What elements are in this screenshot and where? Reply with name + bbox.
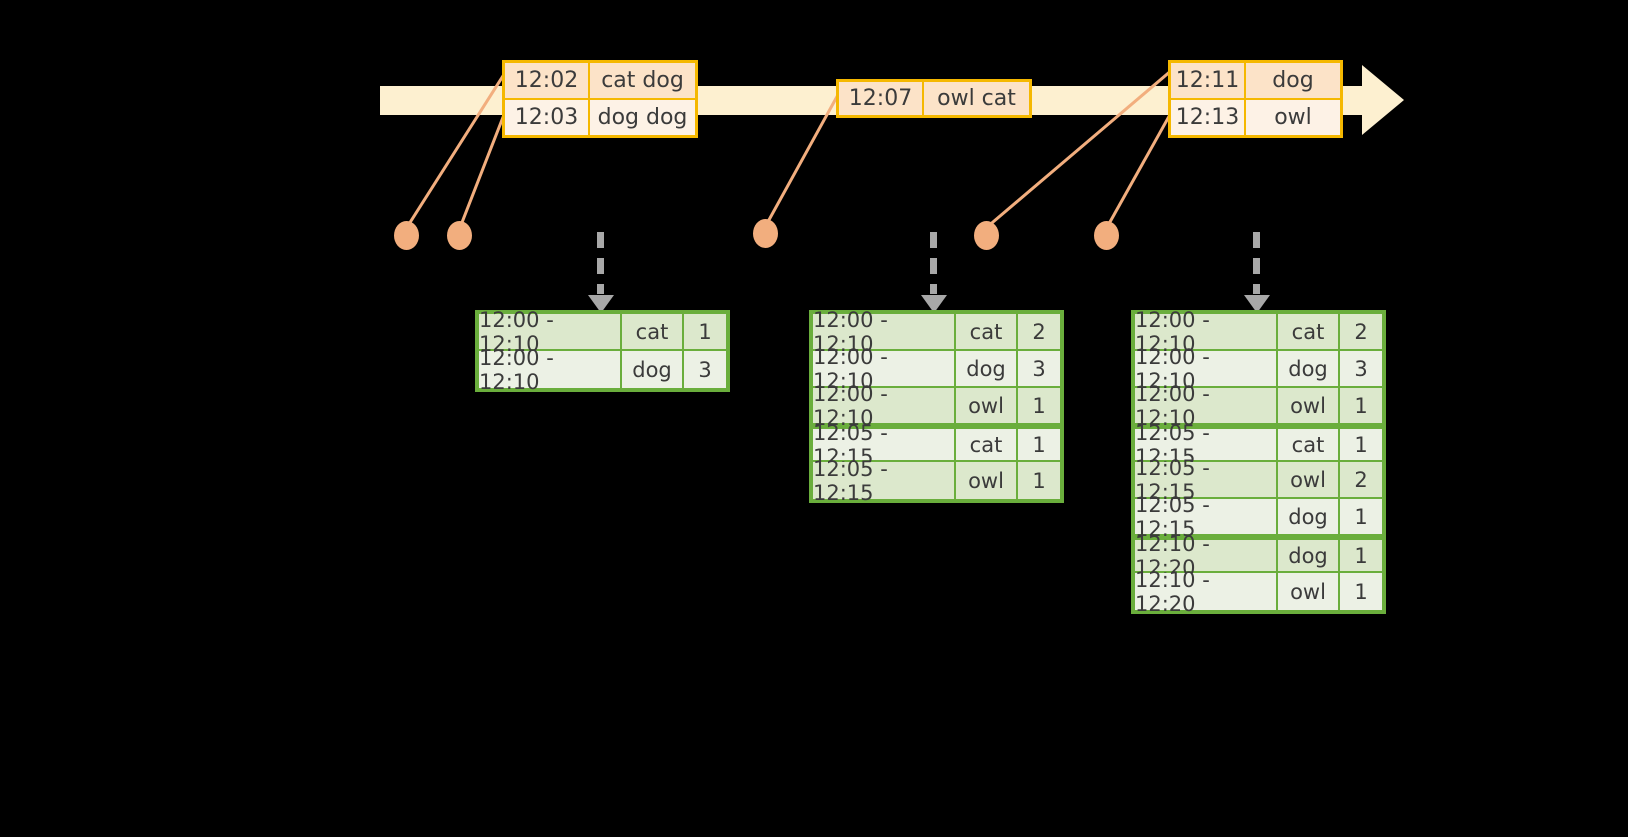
count-cell: 3 xyxy=(1340,351,1382,388)
timeline-arrow-head xyxy=(1362,65,1404,135)
flow-arrow-3 xyxy=(1244,232,1270,313)
count-cell: 2 xyxy=(1340,462,1382,499)
window-cell: 12:00 - 12:10 xyxy=(479,346,622,394)
event-dot-2 xyxy=(447,221,472,250)
word-cell: dog xyxy=(1278,499,1340,536)
window-cell: 12:05 - 12:15 xyxy=(813,421,956,469)
count-cell: 1 xyxy=(1018,462,1060,499)
count-cell: 1 xyxy=(1018,388,1060,425)
window-cell: 12:05 - 12:15 xyxy=(1135,493,1278,541)
word-cell: owl xyxy=(1278,462,1340,499)
event-time: 12:03 xyxy=(505,100,590,135)
count-cell: 2 xyxy=(1340,314,1382,351)
window-cell: 12:00 - 12:10 xyxy=(1135,382,1278,430)
event-words: dog dog xyxy=(590,100,695,135)
word-cell: cat xyxy=(956,314,1018,351)
count-cell: 1 xyxy=(1340,429,1382,462)
word-cell: owl xyxy=(1278,388,1340,425)
word-cell: owl xyxy=(1278,573,1340,610)
event-words: owl cat xyxy=(924,82,1029,115)
event-dot-1 xyxy=(394,221,419,250)
count-cell: 2 xyxy=(1018,314,1060,351)
count-cell: 3 xyxy=(1018,351,1060,388)
window-cell: 12:00 - 12:10 xyxy=(1135,308,1278,356)
event-time: 12:13 xyxy=(1171,100,1246,135)
event-words: cat dog xyxy=(590,63,695,98)
event-time: 12:02 xyxy=(505,63,590,98)
event-connector-5 xyxy=(1106,108,1175,228)
word-cell: dog xyxy=(1278,540,1340,573)
event-words: dog xyxy=(1246,63,1340,98)
flow-arrow-1 xyxy=(588,232,614,313)
word-cell: cat xyxy=(1278,429,1340,462)
count-cell: 1 xyxy=(1018,429,1060,462)
event-dot-3 xyxy=(753,219,778,248)
window-cell: 12:10 - 12:20 xyxy=(1135,568,1278,616)
window-cell: 12:05 - 12:15 xyxy=(1135,456,1278,504)
event-dot-5 xyxy=(1094,221,1119,250)
word-cell: cat xyxy=(1278,314,1340,351)
word-cell: cat xyxy=(622,314,684,351)
word-cell: dog xyxy=(956,351,1018,388)
event-time: 12:07 xyxy=(839,82,924,115)
event-dot-4 xyxy=(974,221,999,250)
flow-arrow-2 xyxy=(921,232,947,313)
count-cell: 1 xyxy=(1340,499,1382,536)
count-cell: 1 xyxy=(1340,540,1382,573)
word-cell: cat xyxy=(956,429,1018,462)
word-cell: dog xyxy=(622,351,684,388)
word-cell: owl xyxy=(956,388,1018,425)
window-cell: 12:00 - 12:10 xyxy=(813,382,956,430)
count-cell: 1 xyxy=(1340,388,1382,425)
word-cell: owl xyxy=(956,462,1018,499)
event-connector-2 xyxy=(459,108,508,228)
event-words: owl xyxy=(1246,100,1340,135)
window-cell: 12:05 - 12:15 xyxy=(813,457,956,505)
count-cell: 1 xyxy=(684,314,726,351)
count-cell: 3 xyxy=(684,351,726,388)
event-time: 12:11 xyxy=(1171,63,1246,98)
window-cell: 12:00 - 12:10 xyxy=(1135,345,1278,393)
word-cell: dog xyxy=(1278,351,1340,388)
count-cell: 1 xyxy=(1340,573,1382,610)
